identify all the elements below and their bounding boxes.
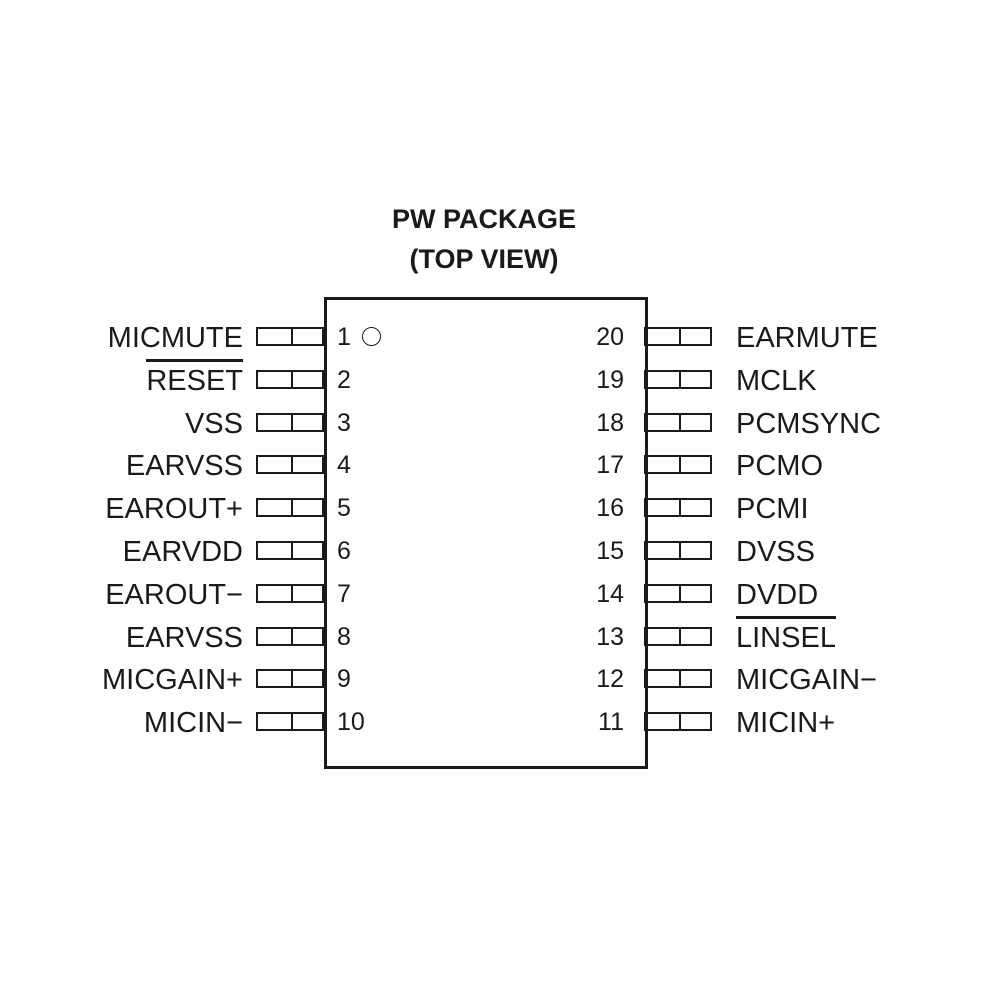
chip-body [324,297,648,769]
pin-name: EARMUTE [736,322,878,354]
view-subtitle: (TOP VIEW) [409,244,559,274]
pin-name: RESET [146,364,243,397]
active-low-overline [736,615,836,619]
pin-number: 2 [337,365,351,394]
pin-name: EARVDD [122,536,243,568]
pin-number: 5 [337,494,351,523]
pin-number: 9 [337,665,351,694]
pin-name: PCMSYNC [736,407,882,440]
pin-name: MICIN− [143,707,243,740]
pin-lead [256,712,324,732]
pin-lead [256,412,324,432]
pin-name: EAROUT+ [105,493,243,526]
pin-number: 18 [596,408,624,437]
pin-lead [256,541,324,560]
pin-number: 3 [337,408,351,437]
pin-number: 12 [596,665,624,694]
pin-name: VSS [184,407,243,440]
pin-name: DVSS [736,536,815,568]
pin-lead [644,455,712,475]
pin-number: 1 [337,323,351,351]
pin-name: DVDD [736,578,819,611]
pin-number: 13 [596,622,624,651]
pin-name: MICGAIN+ [102,664,243,697]
pin-name: PCMO [736,450,823,483]
pin-number: 4 [337,451,351,480]
pin1-marker-icon [362,327,381,346]
pin-lead [644,369,712,389]
pin-lead [256,327,324,346]
package-title: PW PACKAGE [391,204,576,234]
pin-number: 7 [337,579,351,608]
pin-number: 16 [596,494,624,523]
pin-lead [256,498,324,518]
pin-lead [644,626,712,646]
pin-number: 11 [598,708,624,737]
pin-lead [256,583,324,603]
pin-number: 19 [596,365,624,394]
pin-lead [644,541,712,560]
pin-lead [644,712,712,732]
pin-lead [256,669,324,689]
pin-name: MICGAIN− [736,664,877,697]
pin-name: MICMUTE [107,322,243,354]
pin-number: 15 [596,537,624,565]
active-low-overline [146,358,243,362]
pin-lead [644,583,712,603]
pin-number: 17 [596,451,624,480]
pin-lead [644,412,712,432]
pin-name: LINSEL [736,621,836,654]
pin-name: EAROUT− [105,578,243,611]
pin-number: 20 [596,323,624,351]
pin-lead [644,327,712,346]
pin-name: EARVSS [125,450,243,483]
pin-lead [256,455,324,475]
pin-number: 10 [337,708,365,737]
pin-number: 14 [596,579,624,608]
pin-number: 6 [337,537,351,565]
pin-number: 8 [337,622,351,651]
pin-name: MICIN+ [736,707,836,740]
pin-lead [644,498,712,518]
pin-name: MCLK [736,364,817,397]
pin-lead [644,669,712,689]
pin-lead [256,369,324,389]
pin-name: PCMI [736,493,809,526]
pin-lead [256,626,324,646]
pin-name: EARVSS [125,621,243,654]
